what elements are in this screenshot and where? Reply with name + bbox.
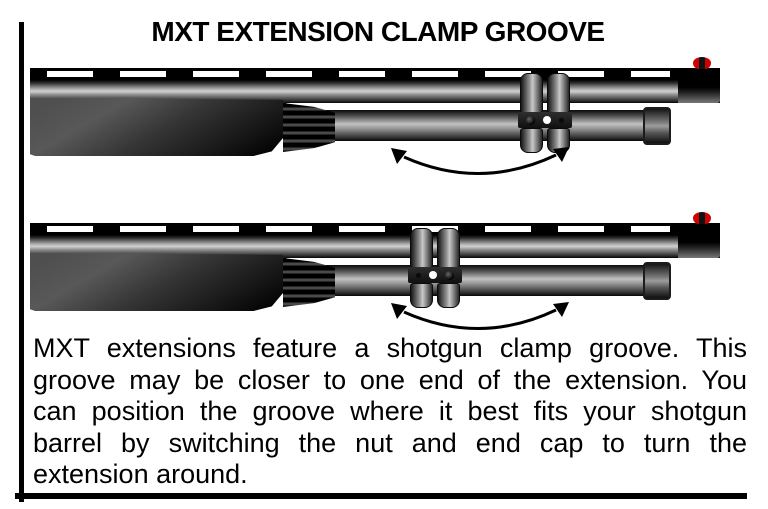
clamp-screw-dot-small-dark [559, 117, 564, 123]
clamp-lobe [410, 283, 433, 308]
clamp-lobe [520, 73, 543, 113]
rib-slots [47, 226, 670, 232]
forend [30, 98, 290, 156]
clamp-lobe [547, 73, 570, 113]
clamp-screw-dot-small-dark [416, 272, 421, 278]
body-text-line: extension around. [33, 459, 248, 490]
barrel [30, 235, 720, 258]
muzzle-end [678, 68, 720, 103]
clamp-lobe [410, 228, 433, 268]
muzzle-end [678, 223, 720, 258]
clamp-lobe [437, 283, 460, 308]
extension-end-cap [643, 262, 671, 300]
extension-clamp [518, 73, 572, 153]
shotgun-clamp-groove-near-receiver-end [30, 212, 722, 344]
body-text-line: groove may be closer to one end of the e… [33, 364, 747, 395]
clamp-screw-dot-white [543, 116, 551, 124]
rotation-arrow-icon [391, 302, 569, 330]
forend [30, 253, 290, 311]
front-sight-bead-icon [693, 212, 711, 224]
body-text-line: barrel by switching the nut and end cap … [33, 427, 747, 458]
clamp-lobe [520, 128, 543, 153]
magazine-nut [283, 258, 335, 307]
body-text-line: MXT extensions feature a shotgun clamp g… [33, 333, 747, 363]
extension-clamp [408, 228, 462, 308]
page-title: MXT EXTENSION CLAMP GROOVE [151, 16, 605, 47]
magazine-nut [283, 103, 335, 152]
clamp-screw-dot-large-dark [526, 115, 535, 125]
extension-end-cap [643, 107, 671, 145]
clamp-groove-band [408, 267, 462, 283]
magazine-extension-tube [322, 265, 644, 296]
clamp-screw-dot-white [429, 271, 437, 279]
clamp-screw-dot-large-dark [445, 270, 454, 280]
clamp-groove-band [518, 112, 572, 128]
frame-left-border [19, 22, 24, 502]
rotation-arrow-icon [391, 147, 569, 175]
clamp-lobe [437, 228, 460, 268]
magazine-extension-tube [322, 110, 644, 141]
rib-slots [47, 71, 670, 77]
ventilated-rib [30, 223, 720, 235]
body-text-line: can position the groove where it best fi… [33, 396, 747, 427]
shotgun-clamp-groove-near-muzzle-end [30, 57, 722, 189]
ventilated-rib [30, 68, 720, 80]
frame-bottom-border [15, 493, 747, 499]
front-sight-bead-icon [693, 57, 711, 69]
body-text: MXT extensions feature a shotgun clamp g… [33, 333, 747, 491]
